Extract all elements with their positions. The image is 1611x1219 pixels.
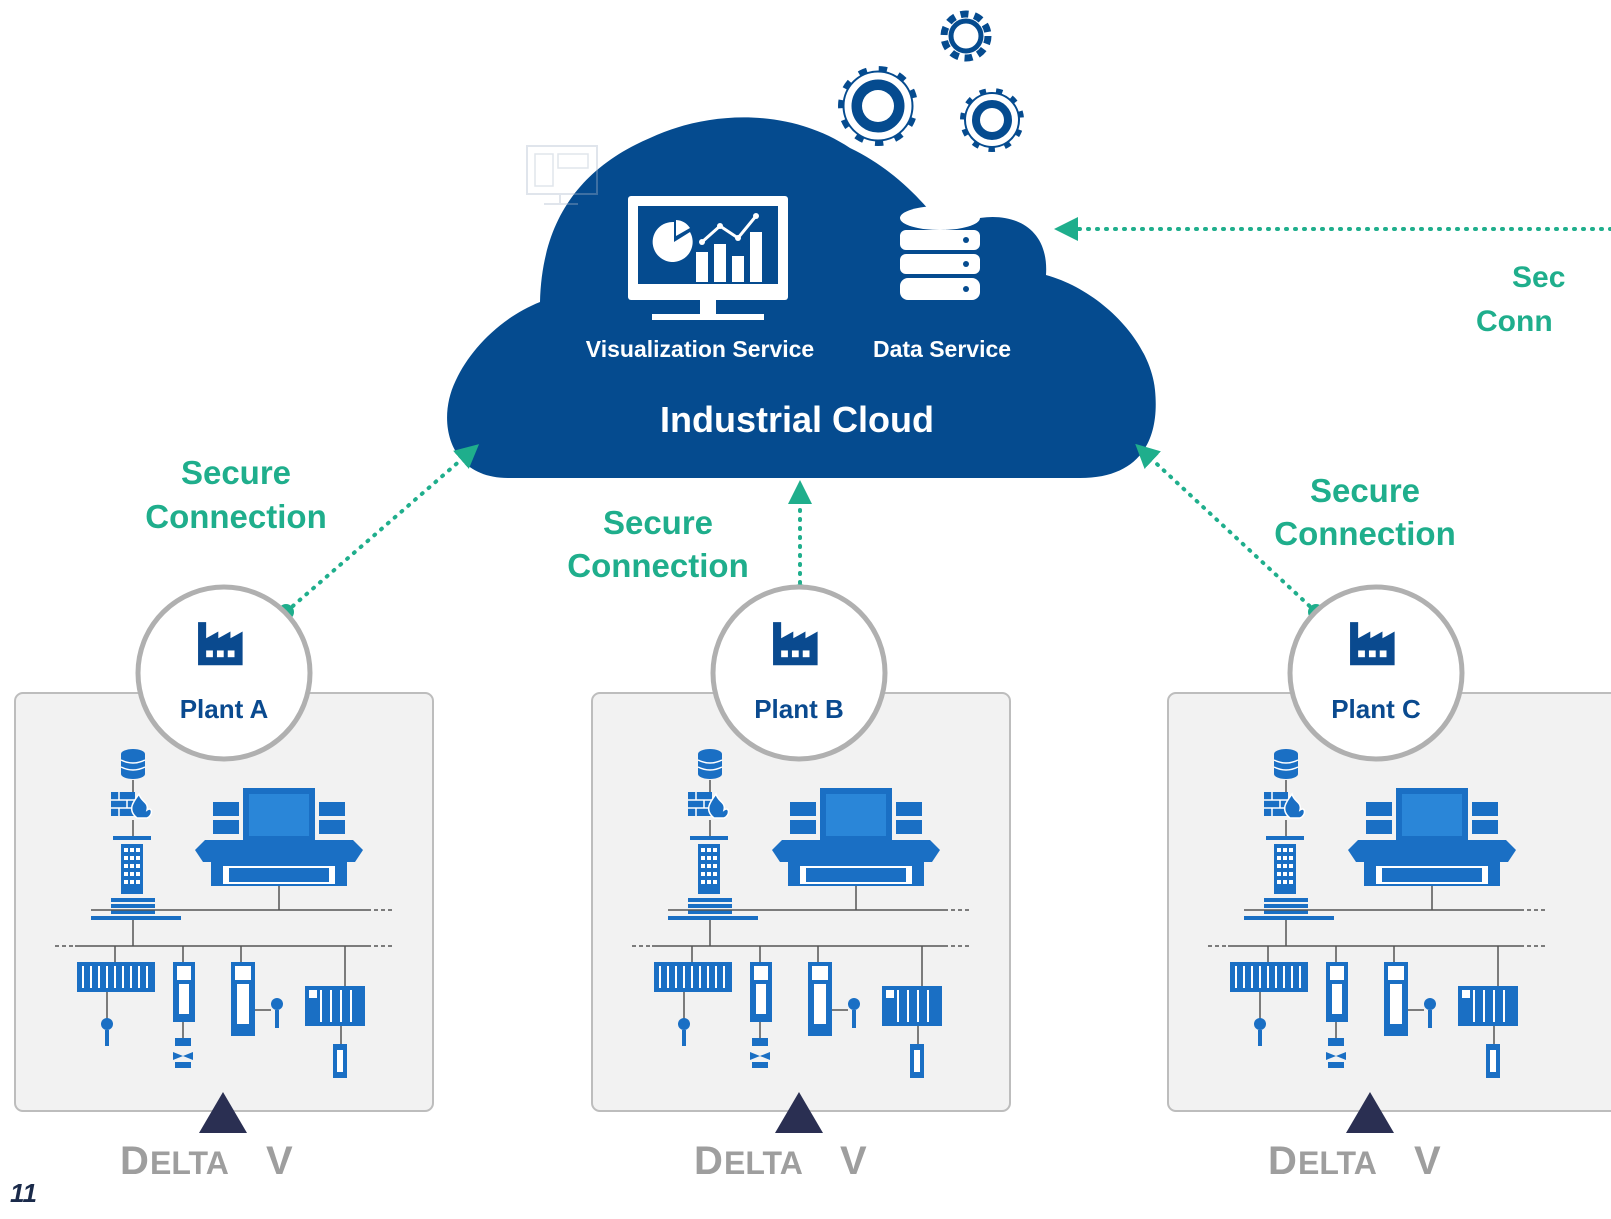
deltav-triangle-icon: [1346, 1092, 1394, 1133]
monitor-chart-icon: [628, 196, 788, 320]
connection-label-a-line2: Connection: [145, 498, 326, 535]
visualization-service-label: Visualization Service: [586, 336, 814, 362]
plant-b: Plant B: [591, 584, 1011, 1180]
industrial-cloud: Visualization Service Data Service Indus…: [447, 10, 1156, 479]
plant-a: Plant A: [14, 584, 434, 1180]
plant-badge: [135, 584, 313, 762]
plant-name: Plant C: [1331, 694, 1421, 724]
cloud-title: Industrial Cloud: [660, 399, 934, 440]
connection-label-b-line1: Secure: [603, 504, 713, 541]
plant-name: Plant A: [180, 694, 269, 724]
deltav-logo: [120, 1140, 293, 1180]
page-number: 11: [10, 1178, 37, 1208]
deltav-triangle-icon: [199, 1092, 247, 1133]
connection-label-c-line2: Connection: [1274, 515, 1455, 552]
connection-plant-a: [278, 444, 480, 620]
deltav-triangle-icon: [775, 1092, 823, 1133]
connection-plant-b: [788, 480, 812, 600]
connection-label-b-line2: Connection: [567, 547, 748, 584]
connection-label-d-line1: Sec: [1512, 261, 1565, 294]
deltav-logo: [694, 1140, 867, 1180]
plant-c: Plant C: [1167, 584, 1611, 1180]
plant-badge: [1287, 584, 1465, 762]
gears-icon: [833, 10, 1028, 156]
connection-label-a-line1: Secure: [181, 454, 291, 491]
data-service-label: Data Service: [873, 336, 1011, 362]
connection-label-c-line1: Secure: [1310, 472, 1420, 509]
deltav-logo: [1268, 1140, 1441, 1180]
plant-name: Plant B: [754, 694, 844, 724]
cloud-shape: [447, 117, 1156, 479]
database-icon: [900, 206, 980, 300]
plant-badge: [710, 584, 888, 762]
connection-label-d-line2: Conn: [1476, 305, 1553, 338]
background-monitor-icon: [526, 145, 598, 205]
